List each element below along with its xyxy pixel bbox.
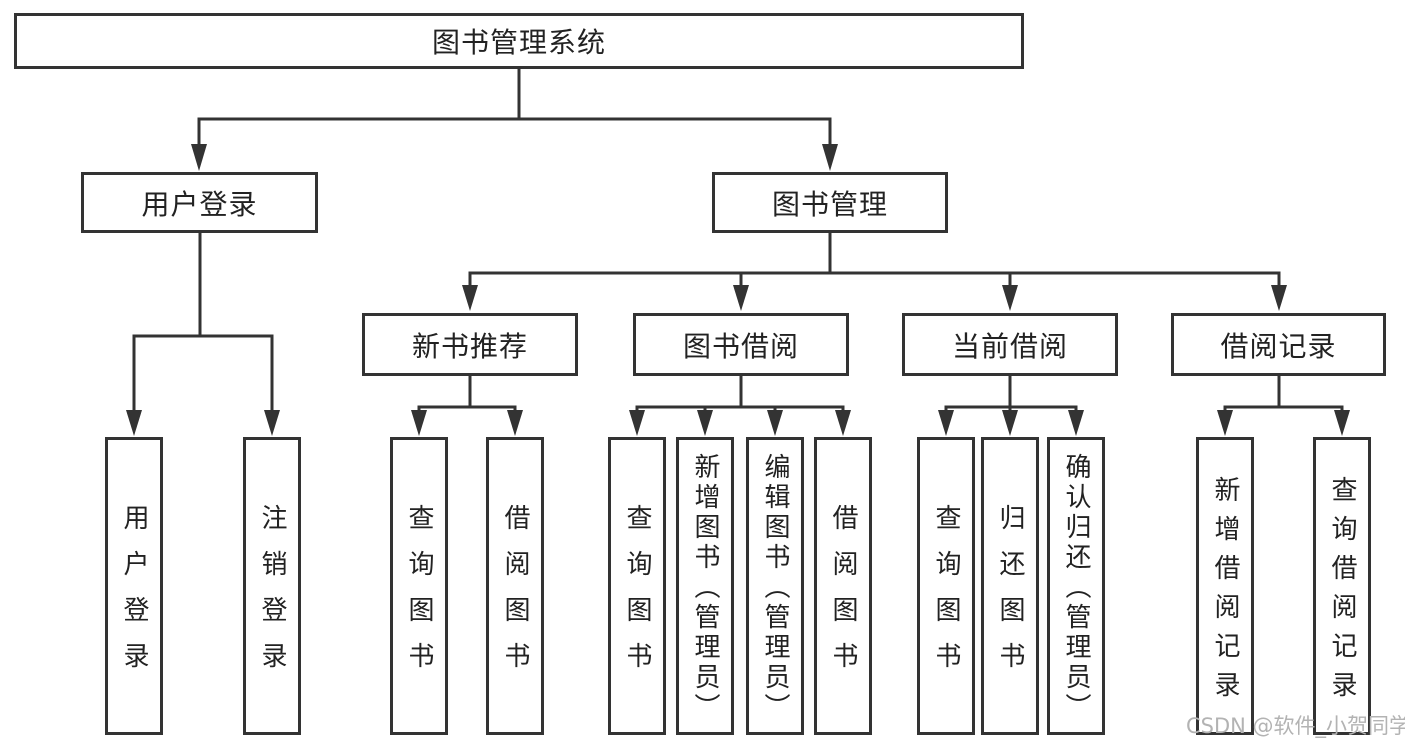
node-root: 图书管理系统: [14, 13, 1024, 69]
leaf-label: 用户登录: [119, 504, 149, 688]
node-user-login: 用户登录: [81, 172, 318, 233]
node-book-borrow: 图书借阅: [633, 313, 849, 376]
leaf-label: 借阅图书: [500, 504, 530, 688]
node-user-login-child-logout: 注销登录: [243, 437, 301, 735]
node-borrow-records: 借阅记录: [1171, 313, 1386, 376]
leaf-label: 新增图书（管理员）: [690, 453, 720, 723]
leaf-label: 查询图书: [931, 504, 961, 688]
node-current-borrow: 当前借阅: [902, 313, 1118, 376]
csdn-watermark: CSDN @软件_小贺同学: [1186, 714, 1405, 738]
node-book-mgmt: 图书管理: [712, 172, 948, 233]
node-current-borrow-label: 当前借阅: [951, 329, 1068, 363]
node-borrow-records-label: 借阅记录: [1220, 329, 1337, 363]
leaf-label: 归还图书: [995, 504, 1025, 688]
leaf-label: 借阅图书: [828, 504, 858, 688]
leaf-label: 编辑图书（管理员）: [760, 453, 790, 723]
leaf-label: 新增借阅记录: [1210, 475, 1240, 710]
leaf-label: 注销登录: [257, 504, 287, 688]
node-current-borrow-child-return: 归还图书: [981, 437, 1039, 735]
node-new-book-rec-label: 新书推荐: [411, 329, 528, 363]
node-borrow-records-child-add: 新增借阅记录: [1196, 437, 1254, 735]
node-book-borrow-child-query: 查询图书: [608, 437, 666, 735]
node-borrow-records-child-query: 查询借阅记录: [1313, 437, 1371, 735]
node-new-book-rec-child-borrow: 借阅图书: [486, 437, 544, 735]
leaf-label: 查询图书: [404, 504, 434, 688]
leaf-label: 查询借阅记录: [1327, 475, 1357, 710]
leaf-label: 查询图书: [622, 504, 652, 688]
node-new-book-rec: 新书推荐: [362, 313, 578, 376]
node-new-book-rec-child-query: 查询图书: [390, 437, 448, 735]
node-book-borrow-label: 图书借阅: [682, 329, 799, 363]
node-user-login-label: 用户登录: [141, 187, 258, 221]
node-book-borrow-child-edit: 编辑图书（管理员）: [746, 437, 804, 735]
node-book-mgmt-label: 图书管理: [771, 187, 888, 221]
node-user-login-child-login: 用户登录: [105, 437, 163, 735]
node-current-borrow-child-confirm: 确认归还（管理员）: [1047, 437, 1105, 735]
node-book-borrow-child-add: 新增图书（管理员）: [676, 437, 734, 735]
node-book-borrow-child-borrow: 借阅图书: [814, 437, 872, 735]
leaf-label: 确认归还（管理员）: [1061, 453, 1091, 723]
node-root-label: 图书管理系统: [431, 26, 606, 59]
node-current-borrow-child-query: 查询图书: [917, 437, 975, 735]
